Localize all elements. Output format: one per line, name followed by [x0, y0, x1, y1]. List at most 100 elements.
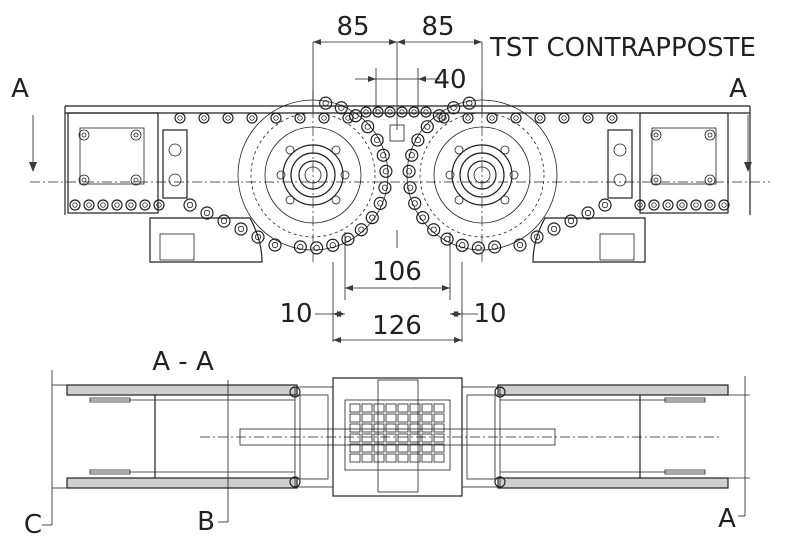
chain-link [319, 96, 333, 110]
grid-cell [397, 433, 409, 443]
chain-link-pin [465, 115, 471, 121]
grid-cell [373, 413, 385, 423]
grid-cell [421, 403, 433, 413]
chain-link-pin [561, 115, 567, 121]
grid-cell [385, 433, 397, 443]
chain-link-pin [329, 242, 336, 249]
chain-link [488, 240, 502, 254]
chain-link [183, 198, 197, 212]
chain-link-pin [201, 115, 207, 121]
dim-85-right: 85 [421, 12, 454, 42]
chain-link [342, 112, 354, 124]
chain-link-pin [430, 226, 437, 233]
chain-link-pin [297, 243, 304, 250]
chain-link-pin [220, 217, 228, 225]
chain-link [405, 148, 419, 162]
marker-c: C [24, 510, 42, 540]
chain-link [370, 133, 384, 147]
chain-link-pin [237, 225, 245, 233]
right-end-block [639, 112, 729, 214]
grid-cell [409, 433, 421, 443]
grid-cell [349, 413, 361, 423]
chain-link-pin [491, 243, 498, 250]
chain-link [662, 199, 674, 211]
chain-link [416, 211, 430, 225]
grid-cell [373, 443, 385, 453]
right-end-plate [651, 127, 717, 185]
chain-link [384, 106, 396, 118]
chain-link [326, 238, 340, 252]
chain-link-pin [297, 115, 303, 121]
dim-10-right: 10 [473, 299, 506, 329]
chain-link-pin [408, 152, 415, 159]
chain-link [402, 164, 416, 178]
grid-cell [361, 423, 373, 433]
chain-link-pin [142, 202, 148, 208]
chain-link-pin [380, 152, 387, 159]
chain-link-pin [537, 115, 543, 121]
left-sprocket [237, 90, 389, 265]
chain-link-pin [405, 168, 413, 175]
grid-cell [397, 413, 409, 423]
chain-link [534, 112, 546, 124]
grid-cell [409, 443, 421, 453]
chain-link [396, 106, 408, 118]
chain-link-pin [114, 202, 120, 208]
chain-link [379, 164, 393, 178]
chain-link [606, 112, 618, 124]
chain-link [462, 96, 476, 110]
chain-link-pin [585, 115, 591, 121]
center-pin [389, 124, 405, 142]
chain-link [432, 109, 446, 123]
chain-link [372, 106, 384, 118]
chain-link-pin [100, 202, 106, 208]
right-sprocket [406, 90, 558, 265]
grid-cell [421, 443, 433, 453]
chain-link-pin [321, 115, 327, 121]
dim-10-left: 10 [279, 299, 312, 329]
chain-link-pin [423, 109, 429, 115]
dim-106: 106 [372, 257, 422, 287]
chain-link [246, 112, 258, 124]
chain-link [510, 112, 522, 124]
chain-link [373, 196, 387, 210]
chain-link [97, 199, 109, 211]
chain-link [198, 112, 210, 124]
left-shoe-block [159, 233, 195, 261]
chain-link [648, 199, 660, 211]
chain-link-pin [381, 184, 388, 191]
chain-link [411, 133, 425, 147]
grid-cell [373, 453, 385, 463]
chain-link-pin [637, 202, 643, 208]
chain-link-pin [450, 104, 457, 111]
chain-link [558, 112, 570, 124]
chain-link-pin [369, 214, 376, 221]
marker-b: B [197, 507, 215, 537]
chain-link [200, 206, 214, 220]
chain-link [153, 199, 165, 211]
grid-cell [433, 453, 445, 463]
chain-link [318, 112, 330, 124]
chain-link [341, 232, 355, 246]
marker-a-bottom: A [718, 504, 736, 534]
chain-link-pin [364, 123, 371, 130]
chain-link [704, 199, 716, 211]
chain-link [294, 112, 306, 124]
chain-link-pin [86, 202, 92, 208]
chain-link-pin [407, 184, 414, 191]
chain-link [293, 240, 307, 254]
chain-link-pin [533, 233, 541, 241]
left-guide-shoe [149, 217, 263, 263]
chain-link [111, 199, 123, 211]
chain-link [547, 222, 561, 236]
grid-cell [385, 403, 397, 413]
chain-link [251, 230, 265, 244]
chain-link [125, 199, 137, 211]
top-chain [174, 106, 618, 124]
grid-cell [421, 423, 433, 433]
grid-cell [397, 453, 409, 463]
grid-cell [409, 403, 421, 413]
grid-cell [433, 423, 445, 433]
chain-link-pin [475, 244, 482, 252]
chain-link-pin [72, 202, 78, 208]
